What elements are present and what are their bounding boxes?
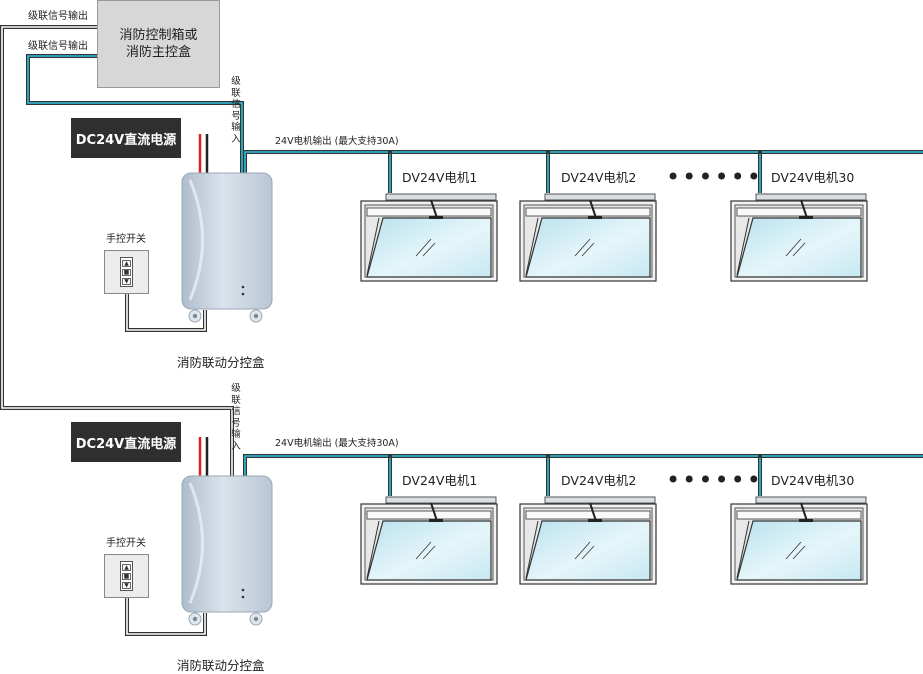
stop-icon: ■	[122, 269, 131, 276]
splitter-label-2: 消防联动分控盒	[177, 658, 265, 673]
stop-icon: ■	[122, 573, 131, 580]
switch-wire-2	[125, 598, 207, 636]
motor-label: DV24V电机2	[561, 473, 637, 488]
switch-plate: ▲ ■ ▼	[120, 561, 133, 591]
motor-bus-2	[243, 454, 923, 496]
splitter-box-1	[181, 172, 273, 323]
motor-output-label-1: 24V电机输出 (最大支持30A)	[275, 136, 399, 147]
cascade-input-label-1: 级联信号输入	[231, 76, 241, 145]
motor-label: DV24V电机1	[402, 473, 478, 488]
manual-switch-1: ▲ ■ ▼	[104, 250, 149, 294]
up-arrow-icon: ▲	[122, 564, 131, 571]
splitter-label-1: 消防联动分控盒	[177, 355, 265, 370]
cascade-input-label-2: 级联信号输入	[231, 383, 241, 452]
controller-line2: 消防主控盒	[125, 45, 191, 60]
up-arrow-icon: ▲	[122, 260, 131, 267]
motor-label: DV24V电机2	[561, 170, 637, 185]
controller-line1: 消防控制箱或	[119, 28, 198, 43]
ellipsis-dots: ••••••	[666, 466, 763, 494]
ellipsis-dots: ••••••	[666, 163, 763, 191]
fire-controller-box: 消防控制箱或 消防主控盒	[97, 0, 220, 88]
cascade-output-wire-2	[26, 54, 244, 180]
down-arrow-icon: ▼	[122, 278, 131, 285]
cascade-output-label-1: 级联信号输出	[28, 11, 88, 22]
motor-label: DV24V电机30	[771, 170, 855, 185]
window-row-2	[360, 496, 868, 585]
dc24v-power-supply-2: DC24V直流电源	[71, 422, 181, 462]
window-with-actuator	[730, 496, 868, 585]
window-with-actuator	[360, 193, 498, 282]
switch-wire-1	[125, 294, 207, 332]
window-with-actuator	[519, 496, 657, 585]
window-row-1	[360, 193, 868, 282]
manual-switch-label-2: 手控开关	[106, 538, 146, 549]
down-arrow-icon: ▼	[122, 582, 131, 589]
window-with-actuator	[730, 193, 868, 282]
motor-label: DV24V电机30	[771, 473, 855, 488]
cascade-output-wire	[0, 25, 234, 478]
dc24v-power-supply-1: DC24V直流电源	[71, 118, 181, 158]
manual-switch-2: ▲ ■ ▼	[104, 554, 149, 598]
manual-switch-label-1: 手控开关	[106, 234, 146, 245]
window-with-actuator	[519, 193, 657, 282]
cascade-output-label-2: 级联信号输出	[28, 41, 88, 52]
motor-label: DV24V电机1	[402, 170, 478, 185]
window-with-actuator	[360, 496, 498, 585]
power-wires-1	[198, 134, 209, 180]
switch-plate: ▲ ■ ▼	[120, 257, 133, 287]
motor-output-label-2: 24V电机输出 (最大支持30A)	[275, 438, 399, 449]
motor-bus-1	[243, 150, 923, 193]
splitter-box-2	[181, 475, 273, 626]
